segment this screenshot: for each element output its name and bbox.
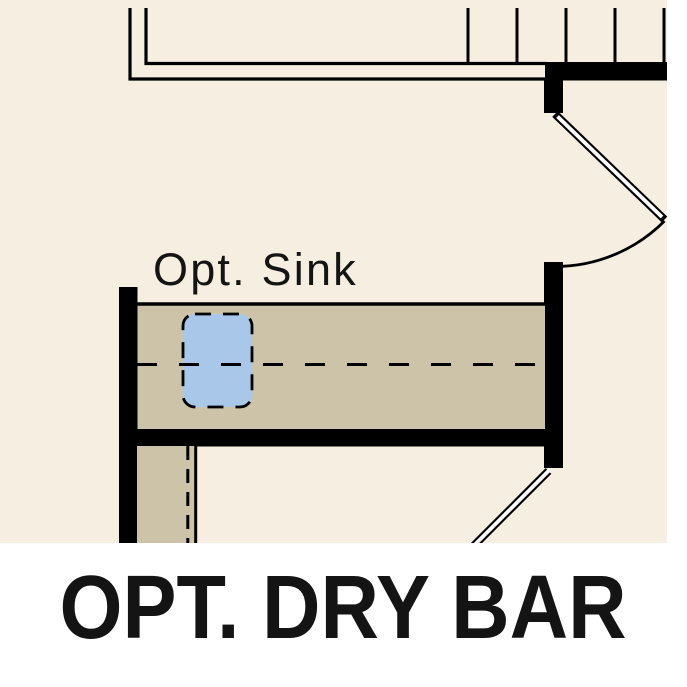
plan-caption: OPT. DRY BAR <box>59 558 628 658</box>
lower-cabinet <box>137 446 196 543</box>
upper-wall-outline <box>128 8 547 81</box>
stair-treads <box>466 8 666 65</box>
caption-row: OPT. DRY BAR <box>0 563 687 653</box>
wall-segment-top <box>545 62 667 81</box>
door-swing-arc <box>554 220 666 268</box>
wall-left-of-counter <box>119 287 138 543</box>
door-bottom <box>470 468 552 543</box>
door-leaf-core <box>556 115 664 219</box>
door-leaf-core <box>473 468 552 543</box>
optional-sink <box>181 312 254 409</box>
sink-label: Opt. Sink <box>153 244 358 295</box>
counter-front-wall <box>136 429 546 447</box>
door-right <box>552 111 668 268</box>
door-jamb-upper <box>544 80 563 113</box>
wall-right <box>544 262 563 468</box>
